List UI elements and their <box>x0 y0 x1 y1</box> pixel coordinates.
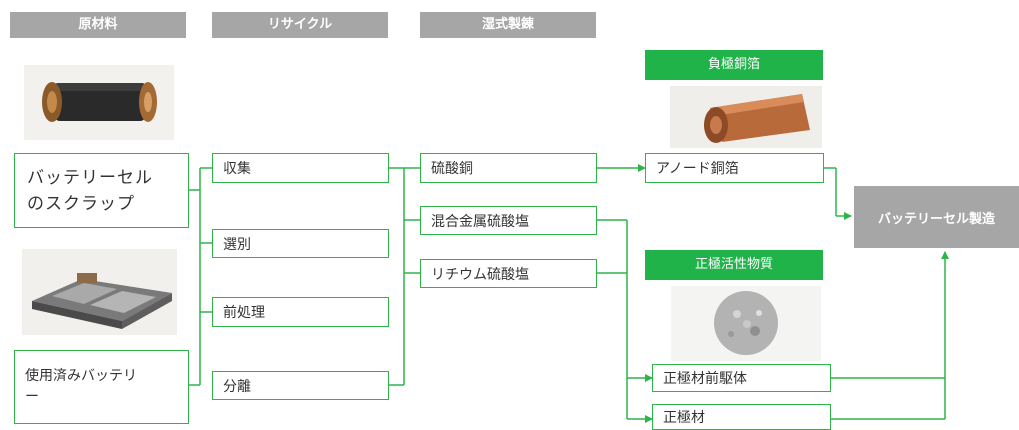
anode-copper-foil-label: 負極銅箔 <box>645 50 823 80</box>
foil-roll-image <box>24 65 174 140</box>
target-label: バッテリーセル製造 <box>877 211 995 227</box>
step-pretreatment: 前処理 <box>212 297 389 327</box>
header-recycling: リサイクル <box>212 12 388 38</box>
cathode-powder-photo <box>671 286 821 361</box>
battery-pack-photo <box>22 249 177 335</box>
battery-pack-image <box>22 249 177 335</box>
source-cell-scrap-label: バッテリーセルのスクラップ <box>27 167 153 214</box>
step-collection-label: 収集 <box>223 161 251 177</box>
product-mixed-metal-sulfate: 混合金属硫酸塩 <box>420 206 597 235</box>
material-cathode-precursor-label: 正極材前駆体 <box>663 371 747 387</box>
step-pretreatment-label: 前処理 <box>223 305 265 321</box>
source-used-battery: 使用済みバッテリー <box>14 350 189 424</box>
source-used-battery-label: 使用済みバッテリー <box>25 368 137 405</box>
step-collection: 収集 <box>212 153 389 183</box>
step-sorting: 選別 <box>212 229 389 258</box>
product-mixed-metal-sulfate-label: 混合金属硫酸塩 <box>431 213 529 230</box>
copper-foil-photo <box>670 86 822 148</box>
product-lithium-sulfate: リチウム硫酸塩 <box>420 259 597 288</box>
material-cathode-label: 正極材 <box>663 410 705 426</box>
product-copper-sulfate: 硫酸銅 <box>420 153 597 183</box>
product-copper-sulfate-label: 硫酸銅 <box>431 161 473 177</box>
material-anode-foil-label: アノード銅箔 <box>656 161 739 177</box>
product-lithium-sulfate-label: リチウム硫酸塩 <box>431 266 529 283</box>
step-separation: 分離 <box>212 371 389 400</box>
header-raw-materials: 原材料 <box>10 12 186 38</box>
target-battery-cell-manufacturing: バッテリーセル製造 <box>854 186 1019 248</box>
cathode-powder-image <box>671 286 821 361</box>
step-sorting-label: 選別 <box>223 236 251 253</box>
source-cell-scrap: バッテリーセルのスクラップ <box>14 153 189 228</box>
material-cathode: 正極材 <box>652 404 831 430</box>
header-hydrometallurgy: 湿式製錬 <box>420 12 596 38</box>
foil-roll-photo <box>24 65 174 140</box>
cathode-active-material-label: 正極活性物質 <box>645 250 823 280</box>
material-anode-foil: アノード銅箔 <box>645 153 824 183</box>
step-separation-label: 分離 <box>223 378 251 395</box>
copper-foil-image <box>670 86 822 148</box>
material-cathode-precursor: 正極材前駆体 <box>652 364 831 392</box>
